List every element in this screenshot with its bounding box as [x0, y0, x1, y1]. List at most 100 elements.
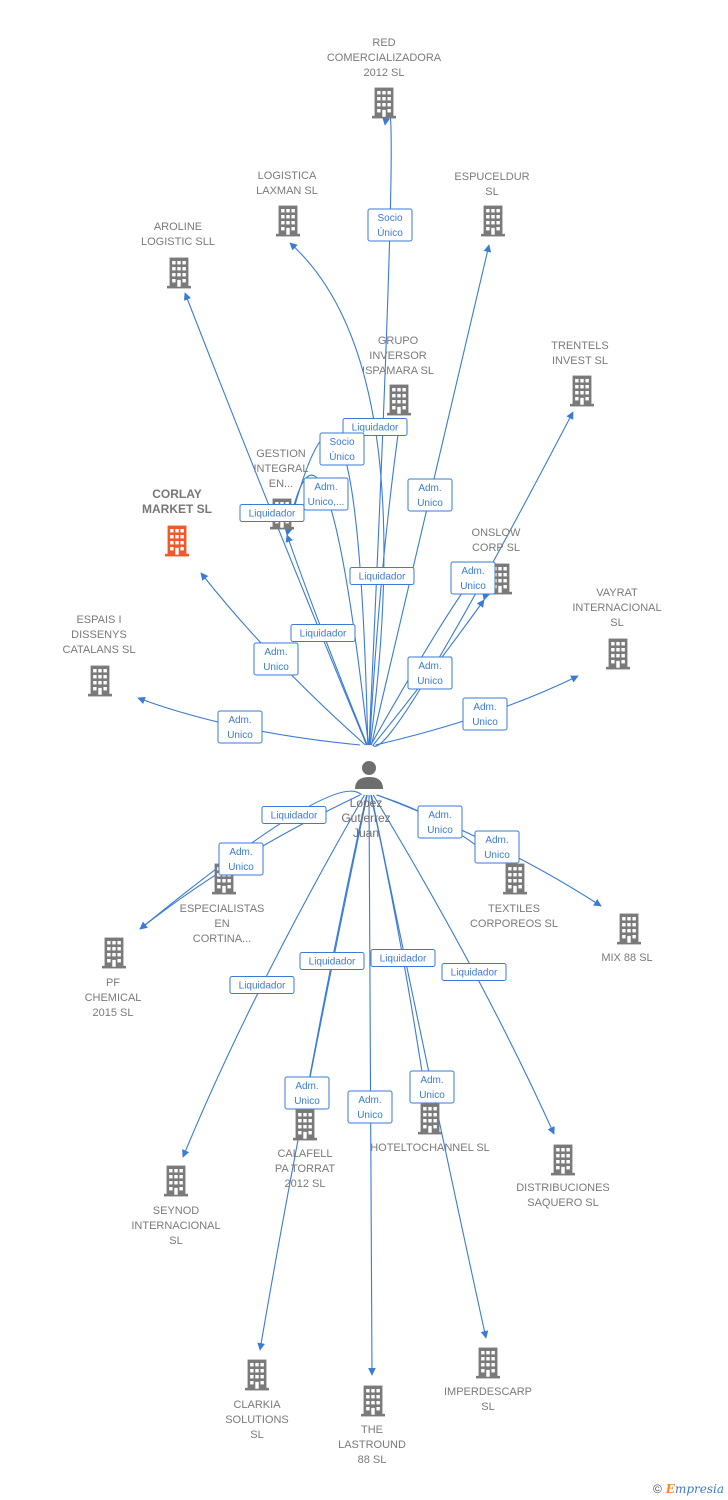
edge-label-onslow[interactable]: Adm.Unico	[407, 656, 453, 690]
edge-label-text: Adm.	[428, 810, 451, 821]
edge-labels-layer: SocioÚnicoLiquidadorAdm.UnicoLiquidadorL…	[217, 208, 520, 1124]
company-node-especialistas[interactable]: ESPECIALISTASENCORTINA...	[180, 863, 265, 945]
company-node-hoteltochannel[interactable]: HOTELTOCHANNEL SL	[370, 1103, 490, 1154]
person-name-line-2: Gutierrez	[341, 811, 390, 825]
edge-label-text: Socio	[329, 437, 354, 448]
edge-label-seynod[interactable]: Liquidador	[229, 976, 295, 994]
edge-label-text: Liquidador	[271, 811, 318, 822]
building-icon	[372, 87, 396, 119]
company-label-line: SEYNOD	[153, 1205, 200, 1217]
edge-label-text: Unico	[228, 862, 254, 873]
person-name-line-1: Lopez	[350, 796, 383, 810]
building-icon	[551, 1144, 575, 1176]
edge-label-text: Unico	[294, 1096, 320, 1107]
company-label-line: LASTROUND	[338, 1439, 406, 1451]
edge-label-logistica[interactable]: Liquidador	[342, 418, 408, 436]
building-icon	[570, 375, 594, 407]
building-icon	[276, 205, 300, 237]
edge-label-onslow[interactable]: Adm.Unico	[450, 561, 496, 595]
edge-label-espuceldur[interactable]: Adm.Unico	[407, 478, 453, 512]
edge-label-text: Adm.	[420, 1075, 443, 1086]
edge-label-text: Adm.	[461, 566, 484, 577]
edge-label-lastround[interactable]: Adm.Unico	[347, 1090, 393, 1124]
company-node-trentels[interactable]: TRENTELS INVEST SL	[551, 340, 609, 407]
edge-label-espais[interactable]: Adm.Unico	[217, 710, 263, 744]
building-icon	[606, 638, 630, 670]
edge-label-vayrat[interactable]: Adm. Unico	[462, 697, 508, 731]
center-person-node[interactable]: Lopez Gutierrez Juan	[341, 761, 391, 840]
company-label-line: ISPAMARA SL	[362, 365, 434, 377]
company-node-mix88[interactable]: MIX 88 SL	[601, 913, 653, 964]
company-label-line: INVEST SL	[552, 355, 608, 367]
company-label-line: SL	[485, 186, 498, 198]
building-icon	[167, 257, 191, 289]
edge-label-especialistas[interactable]: Liquidador	[261, 806, 327, 824]
edge-label-mix88[interactable]: Adm.Unico	[474, 830, 520, 864]
edge-label-aroline[interactable]: Liquidador	[239, 504, 305, 522]
edge-label-textiles[interactable]: Adm.Unico	[417, 805, 463, 839]
company-label-line: SL	[250, 1429, 263, 1441]
company-label-line: SL	[169, 1235, 182, 1247]
edge-label-text: Adm.	[264, 647, 287, 658]
company-label-line: LOGISTICA	[258, 170, 317, 182]
person-icon	[355, 761, 383, 789]
edge-label-imperdescarp[interactable]: Adm.Unico	[409, 1070, 455, 1104]
company-label-line: CORLAY	[152, 487, 202, 501]
company-node-gestion[interactable]: GESTIONINTEGRALEN...	[253, 448, 309, 530]
company-label-line: LOGISTIC SLL	[141, 236, 215, 248]
edge-label-gestion[interactable]: Adm.Unico,...	[303, 477, 349, 511]
building-icon	[245, 1359, 269, 1391]
edge-label-text: Adm.	[485, 835, 508, 846]
edge-label-corlay[interactable]: Adm.Unico	[253, 642, 299, 676]
edge-label-text: Adm.	[418, 661, 441, 672]
company-label-line: 2012 SL	[364, 67, 405, 79]
edge-label-text: Liquidador	[451, 968, 498, 979]
edge-label-text: Unico	[472, 717, 498, 728]
edge-label-calafell[interactable]: Liquidador	[299, 952, 365, 970]
edge-label-text: Adm.	[473, 702, 496, 713]
company-label-line: ONSLOW	[472, 527, 522, 539]
edge-label-grupo[interactable]: Liquidador	[349, 567, 415, 585]
company-label-line: INVERSOR	[369, 350, 427, 362]
edge-label-distribuciones[interactable]: Liquidador	[441, 963, 507, 981]
company-label-line: DISSENYS	[71, 629, 127, 641]
company-label-line: TEXTILES	[488, 903, 540, 915]
edge-label-text: Liquidador	[352, 423, 399, 434]
edge-label-text: Unico	[227, 730, 253, 741]
brand-logo-initial: E	[665, 1482, 675, 1496]
edge-label-text: Socio	[377, 213, 402, 224]
company-label-line: GESTION	[256, 448, 306, 460]
company-label-line: CLARKIA	[233, 1399, 281, 1411]
edge-label-pfchemical[interactable]: Adm.Unico	[218, 842, 264, 876]
edge-label-gestion[interactable]: Liquidador	[290, 624, 356, 642]
company-label-line: MIX 88 SL	[601, 952, 652, 964]
brand-logo-name: mpresia	[674, 1482, 724, 1496]
edge-label-clarkia[interactable]: Adm.Unico	[284, 1076, 330, 1110]
building-icon	[164, 1165, 188, 1197]
edge-label-hoteltochannel[interactable]: Liquidador	[370, 949, 436, 967]
company-label-line: HOTELTOCHANNEL SL	[370, 1142, 490, 1154]
company-label-line: TRENTELS	[551, 340, 608, 352]
building-icon	[476, 1347, 500, 1379]
footer-brand: ©Empresia	[653, 1482, 724, 1496]
building-icon	[387, 384, 411, 416]
